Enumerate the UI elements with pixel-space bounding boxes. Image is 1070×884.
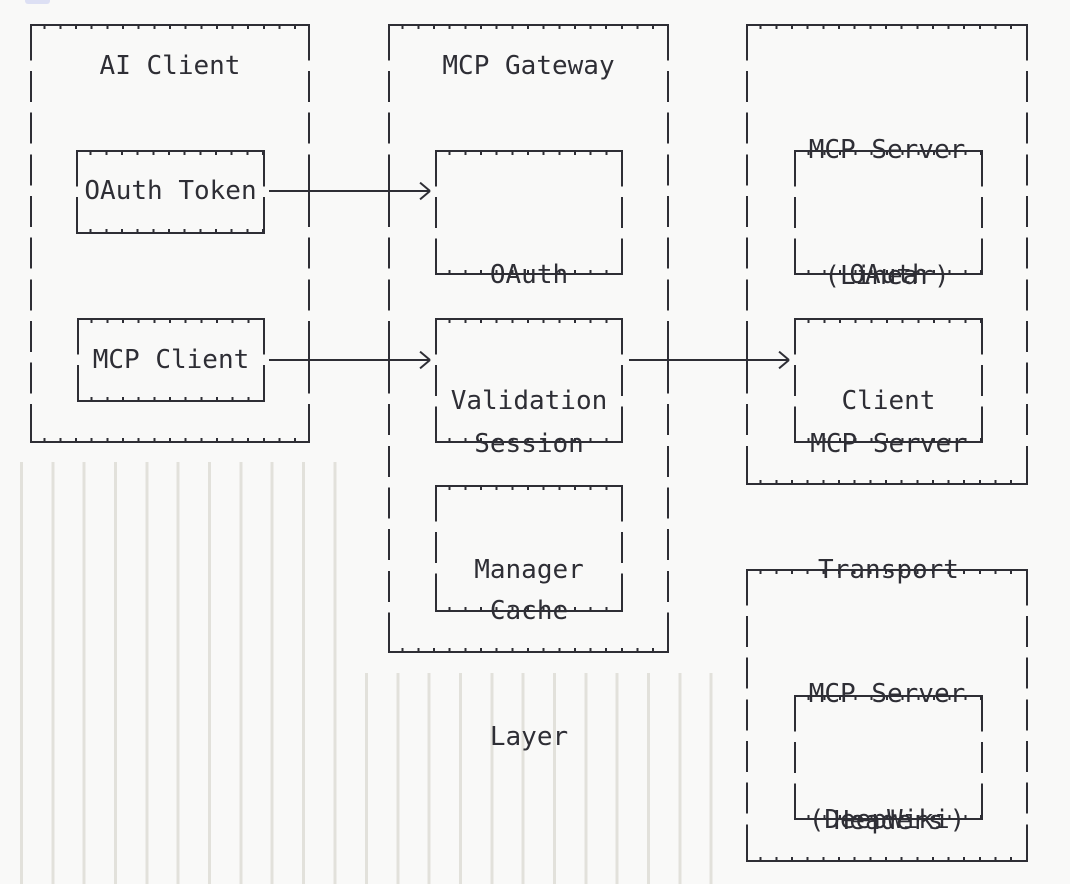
node-oauth-token-box <box>76 150 265 234</box>
arrow-session-manager-to-mcp-server-transport <box>629 350 790 370</box>
node-session-manager-box <box>435 318 623 443</box>
arrow-mcp-client-to-session-manager <box>269 350 431 370</box>
cache-layer-line1: Cache <box>489 596 569 626</box>
node-cache-layer-label: Cache Layer <box>435 506 623 842</box>
node-ai-client-title: AI Client <box>99 51 241 81</box>
session-manager-line1: Session <box>474 429 584 459</box>
oauth-client-line1: OAuth <box>849 260 928 290</box>
border-crossing-tick <box>388 178 390 204</box>
node-cache-layer-box <box>435 485 623 612</box>
border-crossing-tick <box>667 347 669 373</box>
node-oauth-token-label: OAuth Token <box>84 176 257 206</box>
node-oauth-validation-box <box>435 150 623 275</box>
oauth-validation-line1: OAuth <box>489 260 569 290</box>
node-headers-auth-label: Headers Auth <box>794 716 983 884</box>
border-crossing-tick <box>388 347 390 373</box>
top-ui-fragment <box>25 0 50 4</box>
column-guides-left <box>20 462 337 884</box>
node-mcp-client-label: MCP Client <box>92 345 250 375</box>
border-crossing-tick <box>308 347 310 373</box>
column-guides-middle <box>365 673 714 884</box>
arrow-oauth-token-to-oauth-validation <box>269 181 431 201</box>
node-mcp-gateway-title: MCP Gateway <box>442 51 615 81</box>
cache-layer-line2: Layer <box>489 722 569 752</box>
node-oauth-client-box <box>794 150 983 275</box>
border-crossing-tick <box>746 347 748 373</box>
border-crossing-tick <box>308 178 310 204</box>
node-mcp-server-transport-box <box>794 318 983 443</box>
headers-auth-line1: Headers <box>833 806 944 836</box>
mcp-server-transport-line1: MCP Server <box>810 429 967 459</box>
node-mcp-client-box <box>77 318 265 402</box>
node-headers-auth-box <box>794 695 983 820</box>
